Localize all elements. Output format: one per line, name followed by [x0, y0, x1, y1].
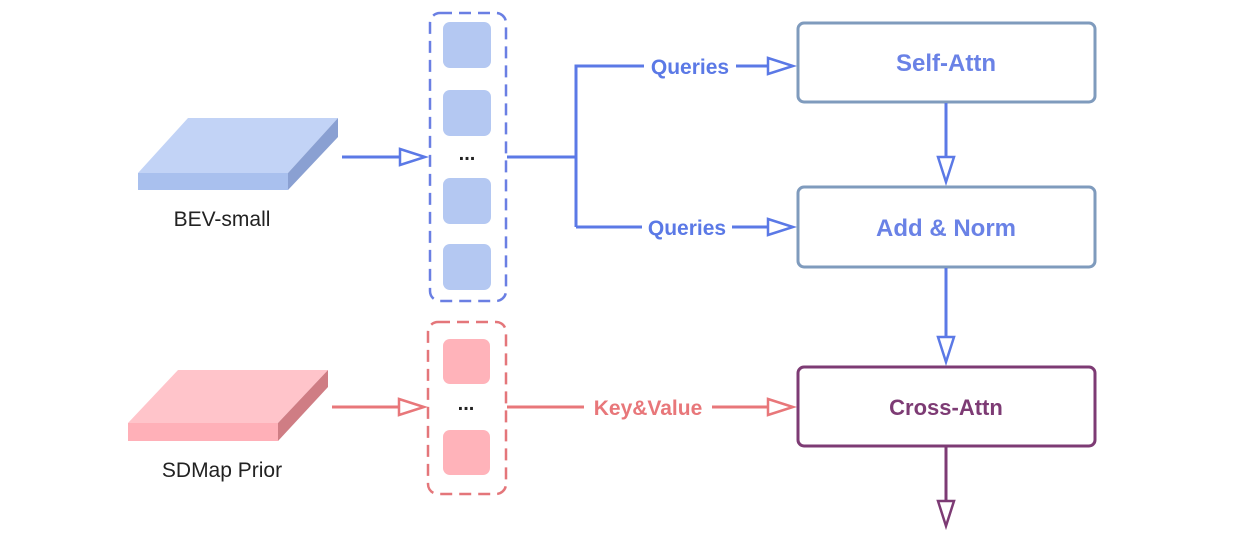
bev-token [443, 22, 491, 68]
bev-token [443, 90, 491, 136]
bev-token-group [428, 11, 508, 303]
add-norm-to-cross-attn-arrow [936, 268, 956, 367]
self-attn-block [796, 21, 1097, 104]
self-attn-to-add-norm-arrow [936, 103, 956, 187]
key-value-label: Key&Value [594, 397, 703, 420]
queries-label-top: Queries [651, 56, 729, 79]
sdmap-token-group [426, 320, 508, 496]
bev-token [443, 244, 491, 290]
cross-attn-label: Cross-Attn [889, 395, 1003, 420]
add-norm-block [796, 185, 1097, 269]
sdmap-token [443, 430, 490, 475]
sdmap-label: SDMap Prior [162, 459, 282, 482]
add-norm-label: Add & Norm [876, 215, 1016, 242]
sdmap-to-tokens-arrow [332, 397, 429, 417]
bev-token [443, 178, 491, 224]
sdmap-slab [128, 370, 328, 441]
bev-to-tokens-arrow [342, 147, 430, 167]
bev-ellipsis: ... [459, 143, 476, 165]
self-attn-label: Self-Attn [896, 50, 996, 77]
bev-label: BEV-small [174, 208, 271, 231]
queries-connector [507, 56, 798, 237]
key-value-connector [507, 397, 798, 417]
queries-label-bottom: Queries [648, 217, 726, 240]
sdmap-token [443, 339, 490, 384]
bev-slab [138, 118, 338, 190]
cross-attn-output-arrow [936, 447, 956, 531]
cross-attn-block [796, 365, 1097, 448]
sdmap-ellipsis: ... [458, 393, 475, 415]
